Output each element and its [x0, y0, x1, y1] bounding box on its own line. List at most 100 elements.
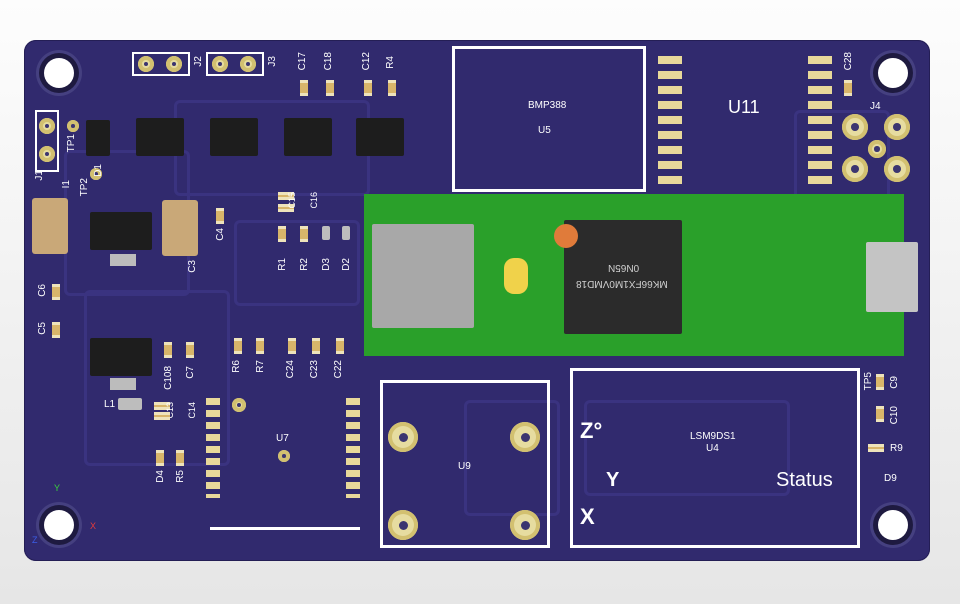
d3-label: D3 [321, 258, 332, 271]
usb-connector [866, 242, 918, 312]
c14-label: C14 [187, 402, 197, 419]
c4-label: C4 [215, 228, 226, 241]
c24-label: C24 [285, 360, 296, 379]
c28-capacitor [844, 80, 852, 96]
u11-label: U11 [728, 97, 760, 117]
u7-label: U7 [276, 433, 289, 444]
c13-capacitor [154, 402, 170, 410]
voltage-regulator [90, 212, 152, 250]
d9-label: D9 [884, 473, 897, 484]
orange-button [554, 224, 578, 248]
c4-capacitor [216, 208, 224, 224]
u11-pad-column [658, 56, 682, 186]
c6-label: C6 [37, 284, 48, 297]
u7-pad-column [346, 398, 360, 498]
mounting-hole [44, 510, 74, 540]
c10-label: C10 [889, 406, 900, 425]
c18-label: C18 [323, 52, 334, 71]
c10-capacitor [876, 406, 884, 422]
d4-label: D4 [155, 470, 166, 483]
l1-inductor [118, 398, 142, 410]
r9-resistor [868, 444, 884, 452]
c3-capacitor [162, 200, 198, 256]
u9-mount [388, 510, 418, 540]
soic-chip [210, 118, 258, 156]
c23-capacitor [312, 338, 320, 354]
tp5-label: TP5 [863, 372, 874, 391]
c108-capacitor [164, 342, 172, 358]
j4-pin [884, 114, 910, 140]
c17-capacitor [300, 80, 308, 96]
c12-label: C12 [361, 52, 372, 71]
c16-capacitor [278, 204, 294, 212]
c12-capacitor [364, 80, 372, 96]
r2-resistor [300, 226, 308, 242]
r6-resistor [234, 338, 242, 354]
u4-label: U4 [706, 443, 719, 454]
mcu-part-number: MK66FX1M0VMD18 [576, 278, 668, 289]
voltage-regulator [90, 338, 152, 376]
u9-label: U9 [458, 461, 471, 472]
axis-z-label: Z° [580, 418, 603, 443]
j4-label: J4 [870, 101, 881, 112]
r2-label: R2 [299, 258, 310, 271]
regulator-tab [110, 378, 136, 390]
trace [234, 220, 360, 306]
u4-outline [570, 368, 860, 548]
c16-label: C16 [309, 192, 319, 209]
c7-label: C7 [185, 366, 196, 379]
status-label: Status [776, 469, 833, 491]
r1-label: R1 [277, 258, 288, 271]
u7-pad-column [206, 398, 220, 498]
microcontroller-chip [564, 220, 682, 334]
r7-resistor [256, 338, 264, 354]
u5-outline [452, 46, 646, 192]
c24-capacitor [288, 338, 296, 354]
r5-label: R5 [175, 470, 186, 483]
d1-label: D1 [93, 164, 104, 177]
u9-mount [510, 422, 540, 452]
mounting-hole [44, 58, 74, 88]
j3-pin [240, 56, 256, 72]
j2-pin [138, 56, 154, 72]
regulator-tab [110, 254, 136, 266]
j1-pin [39, 146, 55, 162]
u5-label: U5 [538, 125, 551, 136]
c7-capacitor [186, 342, 194, 358]
c5-label: C5 [37, 322, 48, 335]
r9-label: R9 [890, 443, 903, 454]
c22-label: C22 [333, 360, 344, 379]
c17-label: C17 [297, 52, 308, 71]
mounting-hole [878, 510, 908, 540]
gizmo-z-label: Z [32, 535, 38, 545]
d4-led [156, 450, 164, 466]
mounting-hole [878, 58, 908, 88]
bmp-name: BMP388 [528, 100, 567, 111]
c23-label: C23 [309, 360, 320, 379]
soic-chip [284, 118, 332, 156]
trace [584, 400, 790, 496]
c22-capacitor [336, 338, 344, 354]
j4-pin [842, 156, 868, 182]
u7-outline [210, 392, 360, 530]
axis-x-label: X [580, 504, 595, 529]
tp2-pad [90, 168, 102, 180]
r7-label: R7 [255, 360, 266, 373]
j1-label: J1 [34, 170, 45, 181]
crystal [504, 258, 528, 294]
c18-capacitor [326, 80, 334, 96]
r1-resistor [278, 226, 286, 242]
pcb-board[interactable]: J1 TP1 TP2 D1 J2 J3 C17 C18 C12 R4 I1 C3… [24, 40, 930, 561]
u9-mount [510, 510, 540, 540]
c3-label: C3 [187, 260, 198, 273]
c9-capacitor [876, 374, 884, 390]
j4-pin [842, 114, 868, 140]
axis-y-label: Y [606, 469, 620, 491]
trace [174, 100, 370, 196]
c28-label: C28 [843, 52, 854, 71]
j1-pin [39, 118, 55, 134]
sd-card-slot [372, 224, 474, 328]
d3-led [322, 226, 330, 240]
j3-pin [212, 56, 228, 72]
u7-pin1-marker [232, 398, 246, 412]
